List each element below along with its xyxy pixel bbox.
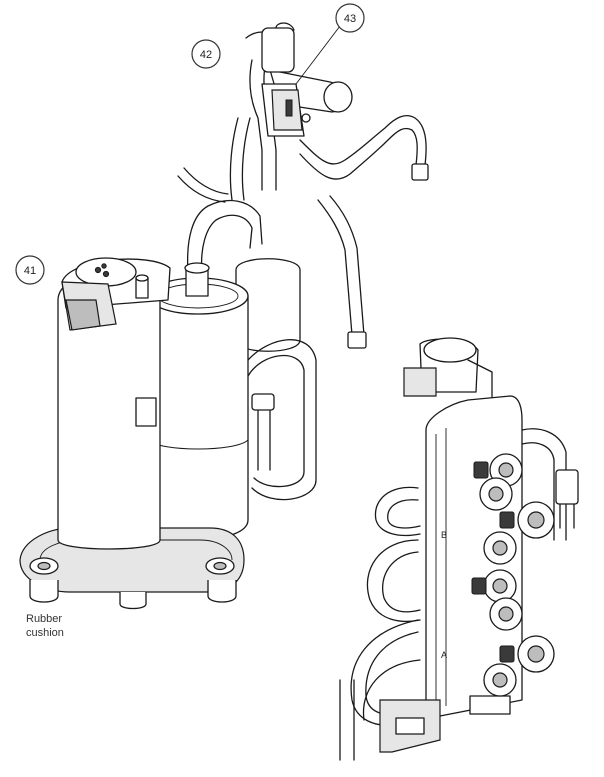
- valve-caps: [471, 453, 555, 697]
- valve-cap-7: [499, 635, 555, 673]
- callout-42: 42: [191, 39, 221, 69]
- valve-cap-4: [483, 531, 517, 565]
- valve-cap-6: [489, 597, 523, 631]
- callout-41-label: 41: [24, 265, 36, 277]
- port-marker-a: A: [441, 650, 447, 660]
- manifold-valve-assembly: B A: [339, 337, 579, 761]
- callout-43-label: 43: [344, 13, 356, 25]
- discharge-piping: [177, 59, 429, 349]
- compressor-41: [19, 257, 245, 610]
- solenoid-coil-43: [245, 22, 353, 137]
- accumulator-42: [147, 199, 301, 541]
- valve-cap-2: [479, 477, 513, 511]
- callout-41: 41: [15, 255, 45, 285]
- port-marker-b: B: [441, 530, 447, 540]
- valve-cap-3: [499, 501, 555, 539]
- rubber-cushion-caption-line1: Rubber: [26, 613, 62, 625]
- valve-cap-8: [483, 663, 517, 697]
- callout-43: 43: [295, 3, 365, 85]
- callout-42-label: 42: [200, 49, 212, 61]
- rubber-cushion-caption-line2: cushion: [26, 627, 64, 639]
- valve-cap-1: [473, 453, 523, 487]
- accumulator-outlet-loops: [247, 339, 317, 501]
